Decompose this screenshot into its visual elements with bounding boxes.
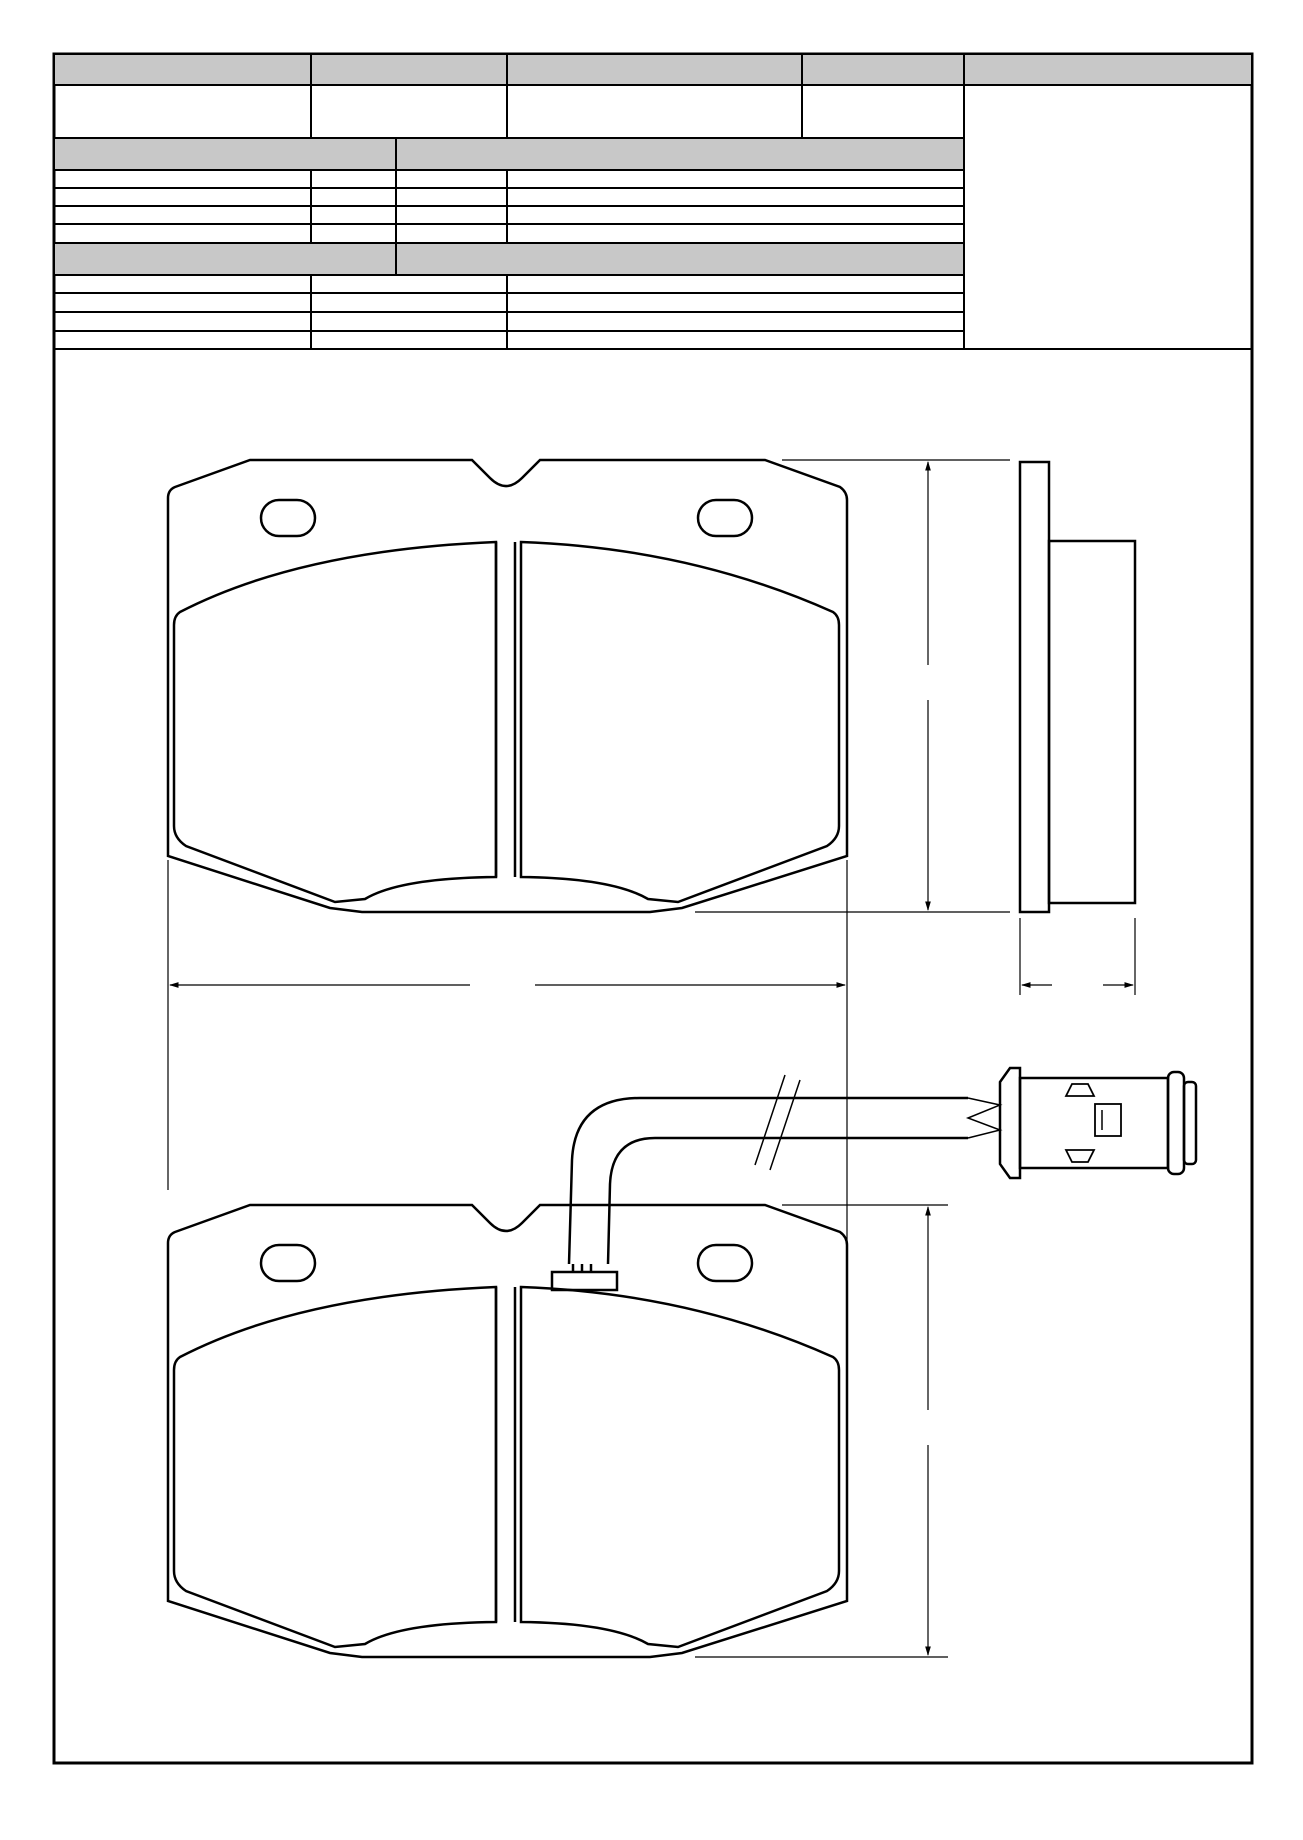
- image-panel: [963, 84, 1253, 350]
- brake-pad-side-view: [1018, 460, 1137, 914]
- section-b-header: [53, 242, 965, 276]
- connector-latch-bottom: [1064, 1149, 1096, 1163]
- connector-body: [1018, 1076, 1170, 1170]
- pad-backing-plate-2: [166, 1203, 849, 1659]
- connector-latch-top: [1064, 1083, 1096, 1097]
- connector-tip: [1166, 1070, 1186, 1176]
- sensor-wire: [567, 1096, 968, 1265]
- wire-break-mark-2: [769, 1079, 801, 1171]
- dimension-lines-bottom: [695, 1204, 948, 1658]
- pad-friction-material-2: [172, 1285, 841, 1649]
- mounting-hole-left-2: [259, 1243, 317, 1283]
- spec-table: [53, 53, 1253, 350]
- mounting-hole-left: [259, 498, 317, 538]
- pad-friction-material: [172, 540, 841, 904]
- brake-pad-with-wear-sensor-view: [166, 1066, 1198, 1659]
- table-header-row: [53, 53, 1253, 86]
- dimension-lines-top: [167, 459, 1136, 1245]
- side-friction-block: [1047, 539, 1137, 905]
- sheet-border: [52, 52, 1254, 1765]
- brake-pad-front-view: [166, 458, 849, 914]
- connector-end: [1182, 1080, 1198, 1166]
- sensor-clip: [550, 1270, 619, 1292]
- mounting-hole-right-2: [696, 1243, 754, 1283]
- section-a-header: [53, 137, 965, 171]
- connector-collar: [998, 1066, 1022, 1180]
- pad-backing-plate: [166, 458, 849, 914]
- side-backing-plate: [1018, 460, 1051, 914]
- wire-break-mark-1: [754, 1074, 786, 1166]
- connector-window: [1094, 1103, 1122, 1137]
- mounting-hole-right: [696, 498, 754, 538]
- wire-strands: [965, 1097, 1003, 1139]
